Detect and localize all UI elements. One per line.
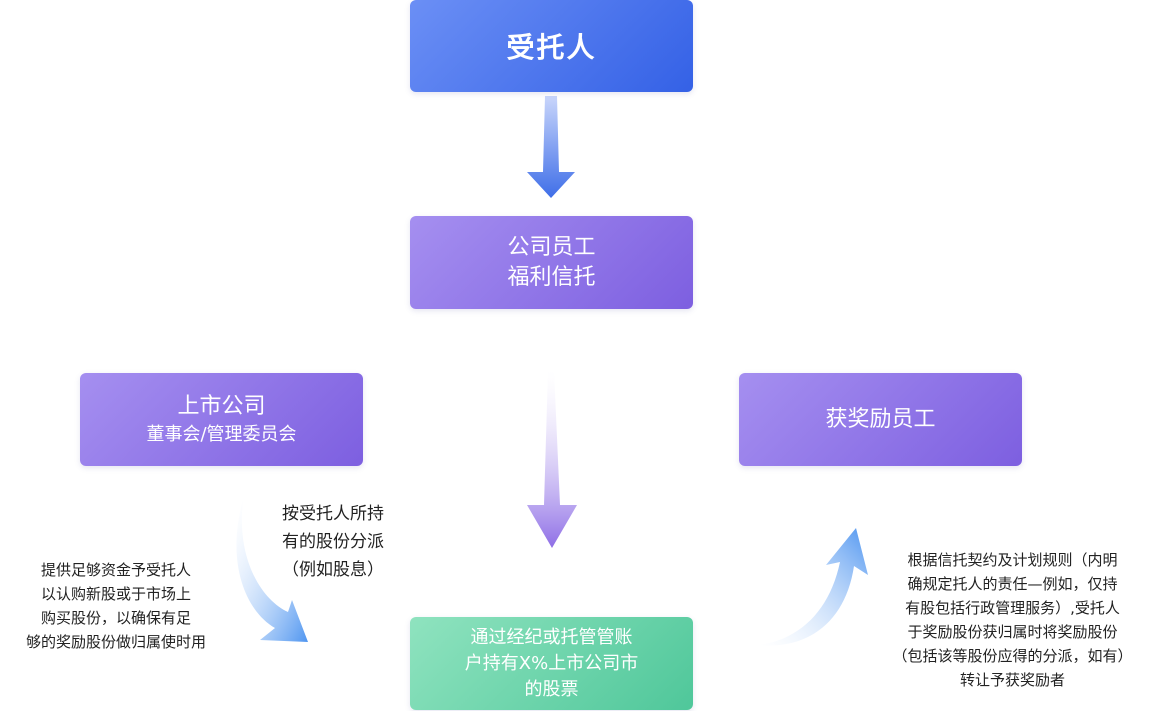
listed-company-box: 上市公司 董事会/管理委员会 <box>80 373 363 466</box>
arrow-company-to-account <box>236 500 308 642</box>
funding-note-line2: 以认购新股或于市场上 <box>40 585 191 603</box>
welfare-trust-line2: 福利信托 <box>507 264 596 290</box>
awarded-employees-title: 获奖励员工 <box>825 406 936 432</box>
listed-company-line1: 上市公司 <box>177 393 266 419</box>
trustee-box: 受托人 <box>410 0 693 92</box>
funding-note-line1: 提供足够资金予受托人 <box>40 561 191 579</box>
custody-account-line3: 的股票 <box>524 678 579 700</box>
dividend-note-line2: 有的股份分派 <box>282 532 384 552</box>
transfer-note-line4: 于奖励股份获归属时将奖励股份 <box>907 623 1118 641</box>
custody-account-line1: 通过经纪或托管管账 <box>470 626 633 648</box>
arrow-trustee-to-trust <box>527 96 575 198</box>
listed-company-line2: 董事会/管理委员会 <box>146 423 297 445</box>
funding-note: 提供足够资金予受托人 以认购新股或于市场上 购买股份，以确保有足 够的奖励股份做… <box>0 558 232 654</box>
funding-note-line4: 够的奖励股份做归属使时用 <box>25 633 206 651</box>
transfer-note: 根据信托契约及计划规则（内明 确规定托人的责任—例如，仅持 有股包括行政管理服务… <box>872 548 1153 692</box>
dividend-note-line1: 按受托人所持 <box>282 504 384 524</box>
funding-note-line3: 购买股份，以确保有足 <box>40 609 191 627</box>
awarded-employees-box: 获奖励员工 <box>739 373 1022 466</box>
transfer-note-line6: 转让予获奖励者 <box>959 671 1065 689</box>
trustee-title: 受托人 <box>506 31 597 64</box>
transfer-note-line1: 根据信托契约及计划规则（内明 <box>907 551 1118 569</box>
dividend-note-line3: （例如股息） <box>282 560 384 580</box>
custody-account-box: 通过经纪或托管管账 户持有X%上市公司市 的股票 <box>410 617 693 710</box>
transfer-note-line3: 有股包括行政管理服务）,受托人 <box>905 599 1120 617</box>
custody-account-line2: 户持有X%上市公司市 <box>464 652 639 674</box>
dividend-note: 按受托人所持 有的股份分派 （例如股息） <box>282 500 384 584</box>
transfer-note-line5: （包括该等股份应得的分派，如有） <box>892 647 1133 665</box>
transfer-note-line2: 确规定托人的责任—例如，仅持 <box>907 575 1118 593</box>
arrow-trust-to-account <box>527 370 577 548</box>
arrow-account-to-employees <box>758 528 868 646</box>
welfare-trust-line1: 公司员工 <box>507 234 596 260</box>
welfare-trust-box: 公司员工 福利信托 <box>410 216 693 309</box>
